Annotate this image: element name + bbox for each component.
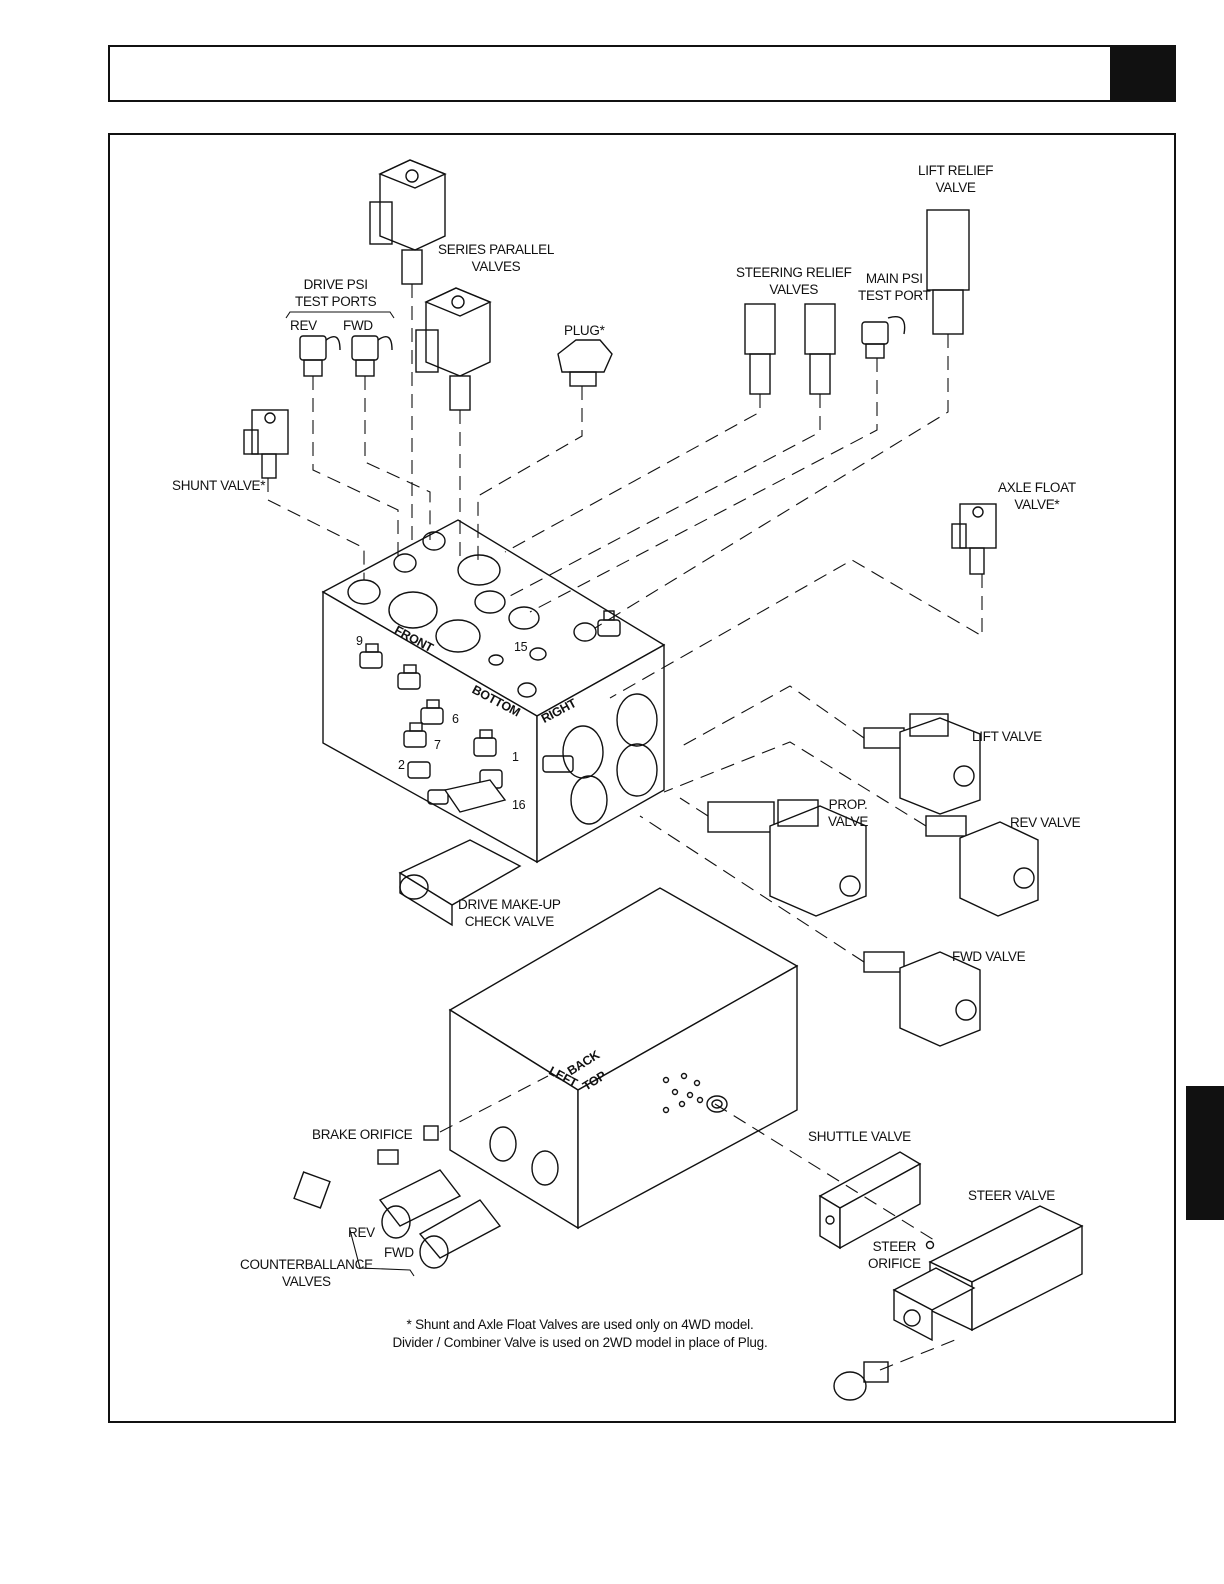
drive-makeup-check-valve-shape xyxy=(398,779,522,927)
label-plug: PLUG* xyxy=(564,323,605,338)
dashed-leader-lines xyxy=(267,284,983,1371)
label-rev-port: REV xyxy=(290,318,317,333)
drive-psi-test-ports-shape xyxy=(299,335,393,377)
label-fwd-valve: FWD VALVE xyxy=(952,949,1026,964)
label-prop-valve: PROP.VALVE xyxy=(828,797,869,829)
port-number: 1 xyxy=(512,750,519,764)
label-fwd-port: FWD xyxy=(343,318,373,333)
label-steer-valve: STEER VALVE xyxy=(968,1188,1055,1203)
lift-relief-valve-shape xyxy=(926,209,970,335)
footnote: * Shunt and Axle Float Valves are used o… xyxy=(300,1316,860,1352)
rev-valve-shape xyxy=(925,815,1039,917)
series-parallel-valve-lower xyxy=(415,287,492,411)
steer-valve-shape xyxy=(833,1205,1084,1401)
label-counterbalance-fwd: FWD xyxy=(384,1245,414,1260)
footnote-line-2: Divider / Combiner Valve is used on 2WD … xyxy=(392,1335,768,1350)
counterbalance-valves-shape xyxy=(293,1125,502,1269)
diagram-frame xyxy=(108,133,1176,1423)
port-number: 9 xyxy=(356,634,363,648)
series-parallel-valve-upper xyxy=(369,159,447,285)
steering-relief-valves-shape xyxy=(744,303,836,395)
label-lift-valve: LIFT VALVE xyxy=(972,729,1042,744)
label-counterbalance-rev: REV xyxy=(348,1225,375,1240)
port-number: 2 xyxy=(398,758,405,772)
port-number: 7 xyxy=(434,738,441,752)
label-rev-valve: REV VALVE xyxy=(1010,815,1081,830)
page-header-box xyxy=(108,45,1176,102)
port-number: 16 xyxy=(512,798,526,812)
shuttle-valve-shape xyxy=(818,1151,922,1250)
main-psi-test-port-shape xyxy=(861,316,906,359)
axle-float-valve-shape xyxy=(951,503,997,575)
footnote-line-1: * Shunt and Axle Float Valves are used o… xyxy=(406,1317,754,1332)
lower-manifold-block xyxy=(448,887,799,1230)
section-thumb-tab xyxy=(1186,1086,1224,1220)
lift-valve-shape xyxy=(863,713,981,815)
bracket-lines xyxy=(285,311,415,1277)
plug-shape xyxy=(557,339,613,387)
label-shuttle-valve: SHUTTLE VALVE xyxy=(808,1129,911,1144)
label-shunt-valve: SHUNT VALVE* xyxy=(172,478,266,493)
label-brake-orifice: BRAKE ORIFICE xyxy=(312,1127,413,1142)
upper-manifold-block xyxy=(321,519,666,927)
port-number: 6 xyxy=(452,712,459,726)
header-black-tab xyxy=(1110,47,1174,100)
fwd-valve-shape xyxy=(863,951,981,1047)
shunt-valve-shape xyxy=(243,409,289,479)
port-number: 15 xyxy=(514,640,528,654)
prop-valve-shape xyxy=(707,799,867,917)
